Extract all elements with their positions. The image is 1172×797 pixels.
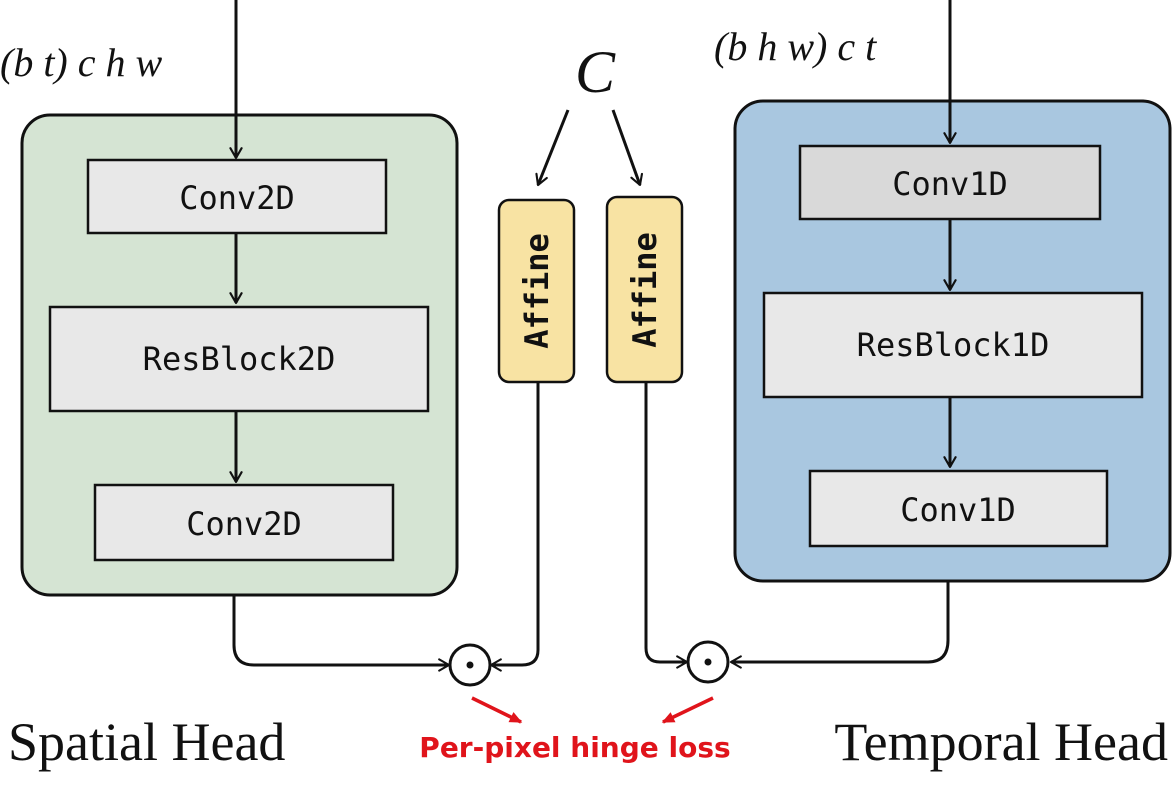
temporal-block-resblock1d-label: ResBlock1D [857,326,1050,364]
temporal-head-title: Temporal Head [834,712,1168,772]
spatial-block-conv2d-top-label: Conv2D [179,179,295,217]
temporal-hadamard-dot [704,658,712,666]
loss-arrow-left [471,696,523,724]
temporal-input-shape: (b h w) c t [714,24,877,69]
spatial-input-shape: (b t) c h w [0,40,163,85]
condition-arrow-left [535,109,570,187]
condition-arrow-right [611,109,643,187]
spatial-block-conv2d-top [86,158,388,235]
affine-left-output-path [489,382,540,672]
affine-right-output-path [644,382,689,669]
temporal-output-path [729,581,950,669]
spatial-head-title: Spatial Head [8,712,285,772]
spatial-block-conv2d-bottom [93,483,395,562]
spatial-block-resblock2d-label: ResBlock2D [143,340,336,378]
affine-block-right-label: Affine [626,232,664,348]
affine-block-left-label: Affine [518,233,556,349]
temporal-block-conv1d-bottom [808,469,1109,548]
spatial-block-conv2d-bottom-label: Conv2D [186,505,302,543]
loss-label: Per-pixel hinge loss [419,731,730,764]
temporal-block-conv1d-top-label: Conv1D [892,165,1008,203]
temporal-block-resblock1d [762,291,1144,399]
condition-symbol: C [575,39,616,105]
spatial-output-path [232,595,451,672]
temporal-block-conv1d-bottom-label: Conv1D [900,491,1016,529]
spatial-hadamard-dot [466,661,474,669]
temporal-block-conv1d-top [798,144,1102,221]
spatial-block-resblock2d [48,305,430,413]
loss-arrow-right [661,696,714,724]
